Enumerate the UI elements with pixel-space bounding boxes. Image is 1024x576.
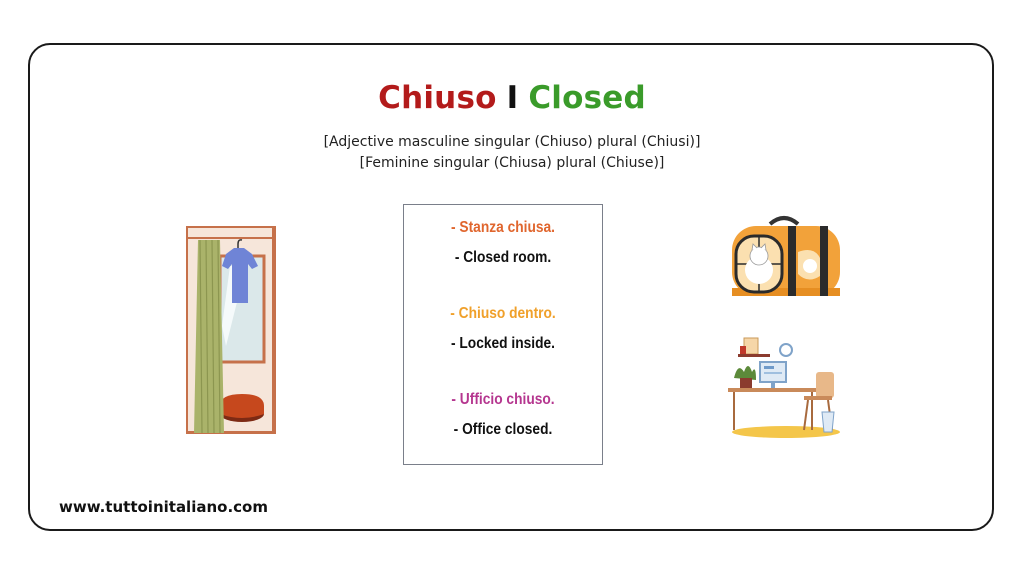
title-italian: Chiuso (378, 80, 497, 116)
grammar-note-line-1: [Adjective masculine singular (Chiuso) p… (323, 134, 701, 150)
examples-box: - Stanza chiusa. - Closed room. - Chiuso… (403, 204, 603, 465)
example-2-english: - Locked inside. (450, 335, 555, 352)
pet-carrier-illustration (732, 216, 840, 296)
fitting-room-illustration (186, 226, 276, 434)
example-1-english: - Closed room. (454, 249, 552, 266)
grammar-note: [Adjective masculine singular (Chiuso) p… (0, 132, 1024, 174)
example-2-italian: - Chiuso dentro. (450, 305, 556, 322)
grammar-note-line-2: [Feminine singular (Chiusa) plural (Chiu… (359, 155, 665, 171)
office-desk-illustration (728, 337, 840, 438)
title-english: Closed (528, 80, 646, 116)
example-1-italian: - Stanza chiusa. (450, 219, 555, 236)
example-3-english: - Office closed. (453, 421, 553, 438)
title-separator: I (506, 80, 519, 116)
example-3-italian: - Ufficio chiuso. (451, 391, 555, 408)
website-url[interactable]: www.tuttoinitaliano.com (59, 498, 268, 516)
